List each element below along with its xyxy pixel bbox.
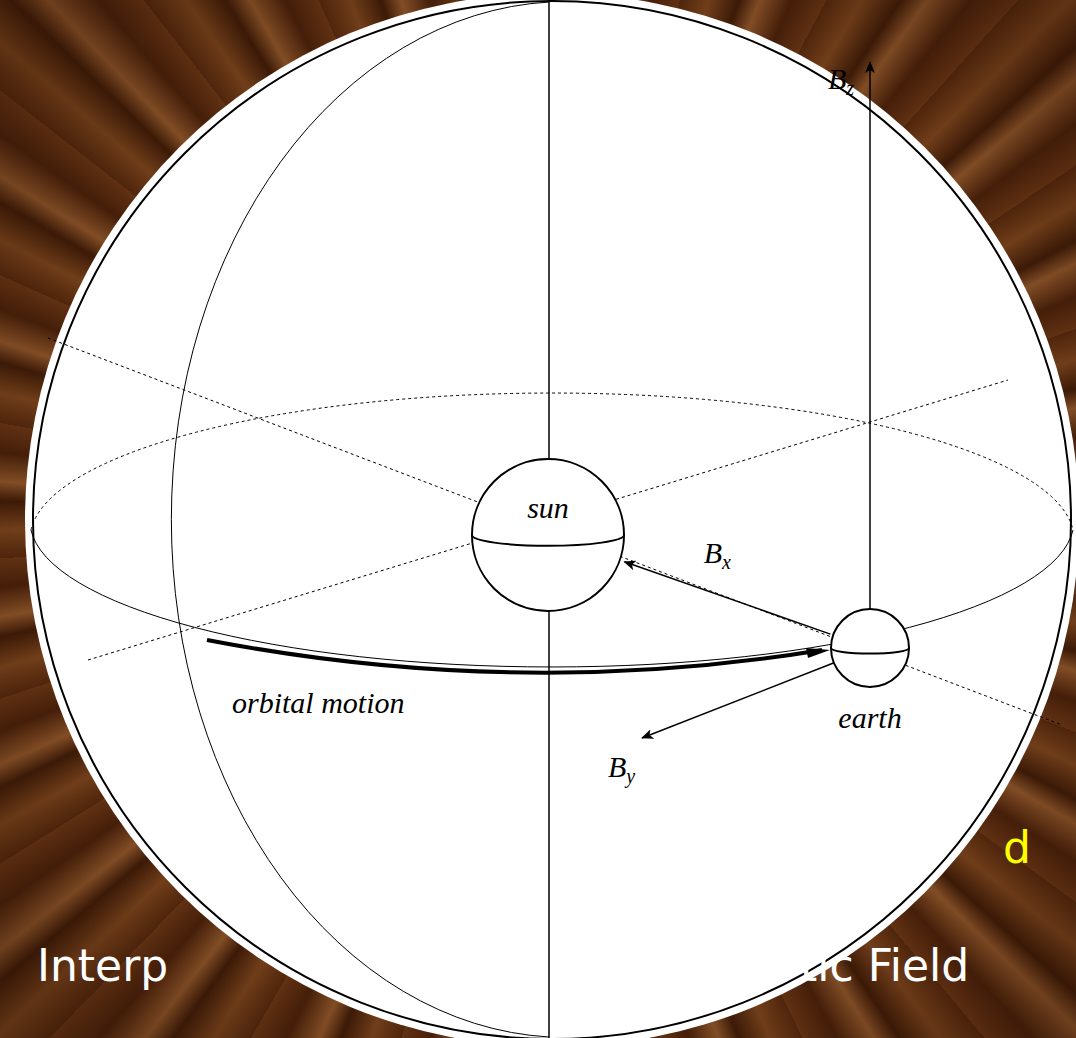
orbital-motion-arc xyxy=(207,640,822,673)
sun-label: sun xyxy=(527,493,569,523)
bz-vector xyxy=(869,62,871,610)
title-fragment: tic Field xyxy=(800,944,969,988)
by-label: By xyxy=(608,752,635,786)
sun-sphere: sun xyxy=(471,458,625,612)
orbital-motion-label: orbital motion xyxy=(232,688,405,718)
earth-label: earth xyxy=(838,703,901,733)
earth-sphere: earth xyxy=(830,608,910,688)
sphere-outline xyxy=(471,458,625,612)
white-disk xyxy=(25,0,1076,1038)
bx-label: Bx xyxy=(704,538,731,572)
title-fragment: Interp xyxy=(37,944,168,988)
sphere-outline xyxy=(830,608,910,688)
dashed-axis xyxy=(48,338,1062,725)
bz-label: Bz xyxy=(828,64,854,98)
by-vector xyxy=(642,662,836,738)
sphere-outline xyxy=(33,1,1071,1038)
arrowhead xyxy=(806,648,830,658)
subtitle-fragment: d xyxy=(1003,826,1031,870)
